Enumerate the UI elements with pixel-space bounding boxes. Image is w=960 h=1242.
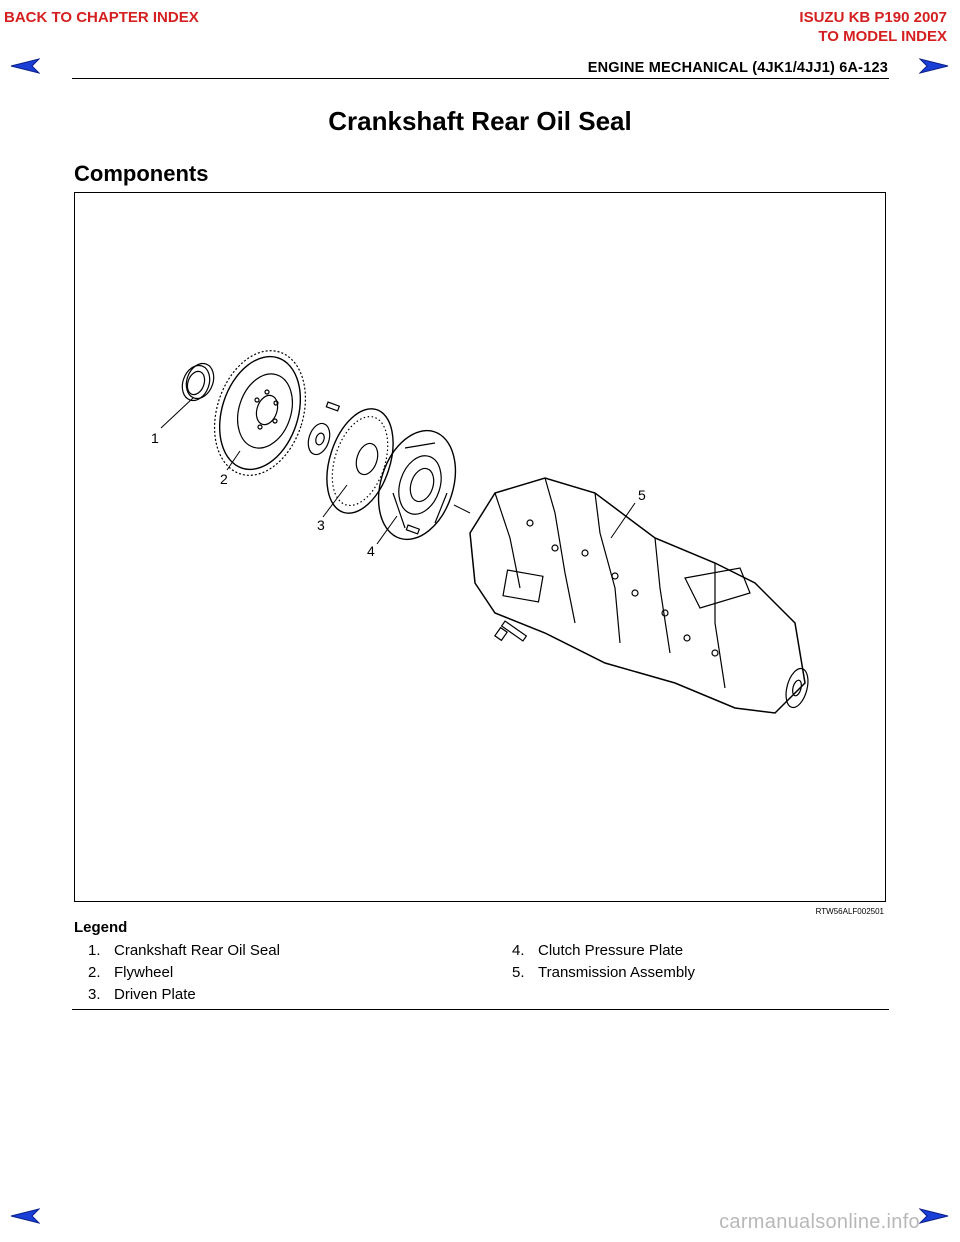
next-page-arrow-icon[interactable] bbox=[919, 58, 949, 74]
callout-2: 2 bbox=[220, 471, 228, 487]
next-page-arrow-icon[interactable] bbox=[919, 1208, 949, 1224]
legend-item-number: 3. bbox=[88, 986, 101, 1003]
legend-item-label: Flywheel bbox=[114, 964, 174, 981]
callout-5: 5 bbox=[638, 487, 646, 503]
legend-item-label: Clutch Pressure Plate bbox=[538, 942, 684, 959]
watermark: carmanualsonline.info bbox=[719, 1211, 920, 1233]
legend-heading: Legend bbox=[74, 919, 128, 936]
back-to-chapter-index-link[interactable]: BACK TO CHAPTER INDEX bbox=[4, 9, 199, 26]
exploded-view-illustration: 1 2 3 4 5 bbox=[151, 350, 809, 714]
oil-seal-part bbox=[181, 362, 215, 402]
header-divider bbox=[72, 78, 889, 79]
callout-1: 1 bbox=[151, 430, 159, 446]
legend-item-number: 1. bbox=[88, 942, 101, 959]
to-model-index-link[interactable]: TO MODEL INDEX bbox=[818, 28, 947, 45]
legend-divider bbox=[72, 1009, 889, 1010]
callout-4: 4 bbox=[367, 543, 375, 559]
page-title: Crankshaft Rear Oil Seal bbox=[328, 106, 632, 136]
transmission-part bbox=[469, 477, 809, 714]
legend-item-label: Transmission Assembly bbox=[538, 964, 695, 981]
pressure-plate-part bbox=[377, 429, 457, 541]
legend-item-label: Driven Plate bbox=[114, 986, 196, 1003]
model-title-link[interactable]: ISUZU KB P190 2007 bbox=[799, 9, 947, 26]
legend-item: 3. Driven Plate bbox=[88, 986, 196, 1004]
previous-page-arrow-icon[interactable] bbox=[10, 1208, 40, 1224]
legend-item-number: 4. bbox=[512, 942, 525, 959]
legend-item-number: 2. bbox=[88, 964, 101, 981]
flywheel-part bbox=[213, 350, 307, 476]
previous-page-arrow-icon[interactable] bbox=[10, 58, 40, 74]
legend-item-number: 5. bbox=[512, 964, 525, 981]
retainer-plate-part bbox=[307, 422, 331, 456]
figure-code: RTW56ALF002501 bbox=[815, 907, 884, 916]
callout-3: 3 bbox=[317, 517, 325, 533]
section-heading: Components bbox=[74, 161, 209, 186]
bolt-part bbox=[325, 401, 528, 642]
legend-item: 2. Flywheel bbox=[88, 964, 173, 982]
legend-item-label: Crankshaft Rear Oil Seal bbox=[114, 942, 280, 959]
driven-plate-part bbox=[326, 408, 394, 514]
legend-item: 4. Clutch Pressure Plate bbox=[512, 942, 683, 960]
legend-item: 5. Transmission Assembly bbox=[512, 964, 695, 982]
components-figure: 1 2 3 4 5 bbox=[74, 192, 886, 902]
section-header: ENGINE MECHANICAL (4JK1/4JJ1) 6A-123 bbox=[587, 60, 888, 76]
legend-item: 1. Crankshaft Rear Oil Seal bbox=[88, 942, 280, 960]
